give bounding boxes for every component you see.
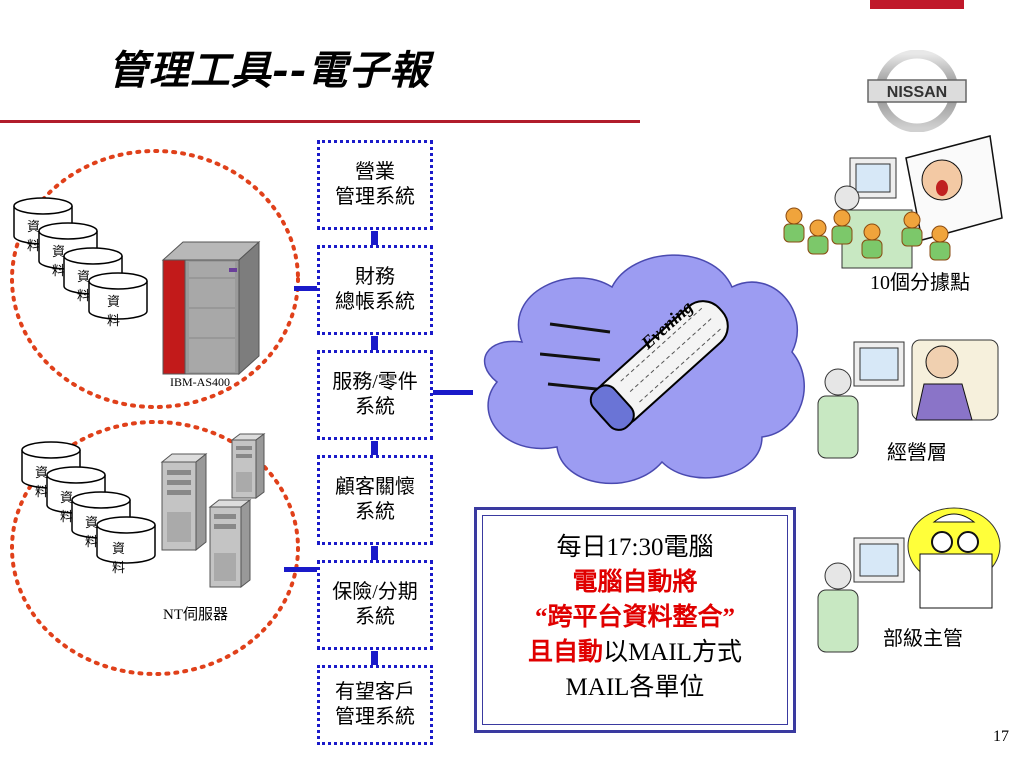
nt-group-circle	[10, 420, 300, 676]
ibm-as400-server-icon	[161, 240, 261, 376]
mail-description-box: 每日17:30電腦 電腦自動將 “跨平台資料整合” 且自動以MAIL方式 MAI…	[474, 507, 796, 733]
database-label: 資料	[60, 490, 74, 524]
mail-line-method: 且自動以MAIL方式	[483, 635, 787, 670]
corner-accent-bar	[870, 0, 964, 9]
recipient-label-management: 經營層	[887, 442, 947, 464]
branches-clipart-icon	[783, 135, 1003, 269]
database-label: 資料	[107, 294, 121, 328]
nt-server-icon	[230, 433, 266, 499]
ibm-group-circle	[10, 149, 300, 409]
page-number: 17	[993, 728, 1009, 745]
management-clipart-icon	[817, 339, 999, 459]
system-connector	[371, 546, 378, 560]
recipient-label-department-heads: 部級主管	[883, 628, 963, 650]
mail-line-integration: “跨平台資料整合”	[534, 604, 735, 631]
nt-server-label: NT伺服器	[163, 607, 228, 623]
system-box-customer-care: 顧客關懷 系統	[317, 455, 433, 545]
system-box-prospects: 有望客戶 管理系統	[317, 665, 433, 745]
system-connector	[371, 231, 378, 245]
mail-line-method-red: 且自動	[528, 639, 604, 666]
system-box-sales: 營業 管理系統	[317, 140, 433, 230]
database-icon	[88, 272, 148, 320]
database-icon	[96, 516, 156, 564]
database-label: 資料	[85, 515, 99, 549]
system-box-insurance-installment: 保險/分期 系統	[317, 560, 433, 650]
nt-server-icon	[160, 452, 208, 552]
system-connector	[371, 441, 378, 455]
system-connector	[371, 651, 378, 665]
nissan-logo-text: NISSAN	[887, 84, 947, 101]
ibm-group-link	[294, 286, 318, 291]
recipient-label-branches: 10個分據點	[870, 272, 970, 294]
system-connector	[371, 336, 378, 350]
nissan-logo: NISSAN	[867, 50, 967, 132]
database-label: 資料	[52, 244, 66, 278]
database-label: 資料	[112, 541, 126, 575]
mail-line-auto: 電腦自動將	[572, 569, 698, 596]
mail-line-units: MAIL各單位	[565, 674, 705, 701]
ibm-server-label: IBM-AS400	[170, 375, 231, 389]
nt-group-link	[284, 567, 318, 572]
department-head-clipart-icon	[817, 507, 1001, 653]
title-underline	[0, 120, 640, 123]
database-label: 資料	[27, 219, 41, 253]
mail-line-method-black: 以MAIL方式	[603, 639, 742, 666]
page-title: 管理工具--電子報	[108, 47, 431, 94]
system-to-cloud-link	[433, 390, 473, 395]
system-box-finance: 財務 總帳系統	[317, 245, 433, 335]
database-label: 資料	[35, 465, 49, 499]
system-box-service-parts: 服務/零件 系統	[317, 350, 433, 440]
database-icon	[13, 197, 73, 245]
mail-line-schedule: 每日17:30電腦	[556, 534, 714, 561]
database-label: 資料	[77, 269, 91, 303]
newspaper-icon: Evening	[540, 297, 729, 431]
nt-server-icon	[208, 498, 252, 589]
